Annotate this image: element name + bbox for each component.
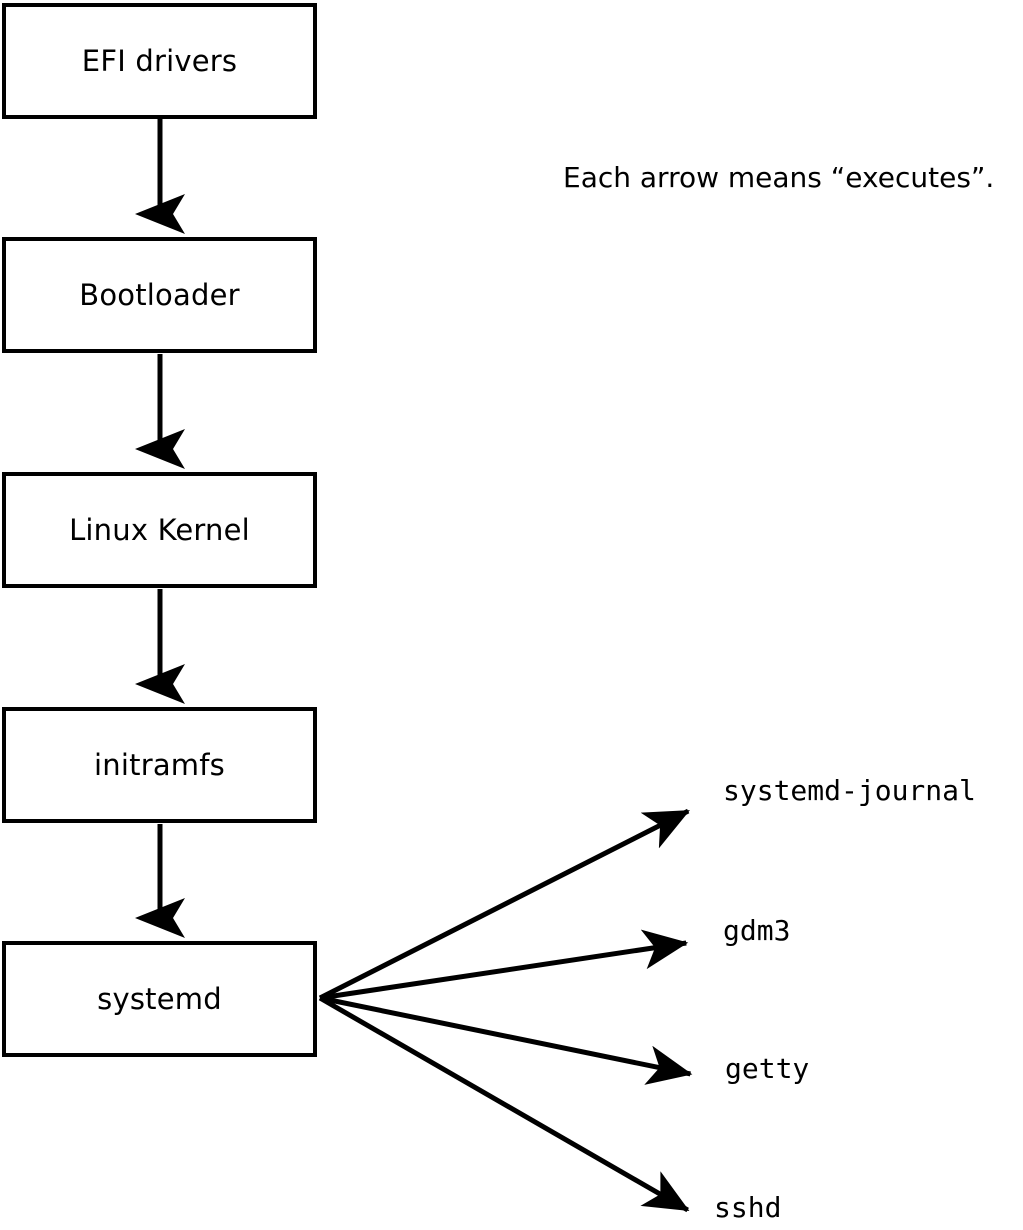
leaf-label-gdm3: gdm3	[723, 914, 791, 947]
fanout-arrow-sshd	[318, 995, 690, 1213]
fanout-arrow-gdm3	[319, 929, 689, 1001]
process-box-systemd[interactable]: systemd	[2, 941, 317, 1057]
process-box-linux-kernel[interactable]: Linux Kernel	[2, 472, 317, 588]
fanout-arrow-group	[318, 808, 693, 1213]
process-box-label: Bootloader	[79, 277, 240, 312]
fanout-arrow-getty	[319, 995, 693, 1085]
process-box-initramfs[interactable]: initramfs	[2, 707, 317, 823]
leaf-label-sshd: sshd	[714, 1191, 782, 1224]
fanout-arrow-systemd-journal	[318, 808, 690, 1001]
process-box-efi-drivers[interactable]: EFI drivers	[2, 3, 317, 119]
leaf-label-getty: getty	[725, 1052, 810, 1085]
process-box-label: initramfs	[94, 747, 225, 782]
process-box-label: EFI drivers	[81, 43, 238, 78]
process-box-label: systemd	[97, 981, 222, 1016]
process-box-label: Linux Kernel	[69, 512, 250, 547]
leaf-label-systemd-journal: systemd-journal	[723, 774, 976, 807]
legend-text: Each arrow means “executes”.	[563, 161, 995, 194]
process-box-bootloader[interactable]: Bootloader	[2, 237, 317, 353]
